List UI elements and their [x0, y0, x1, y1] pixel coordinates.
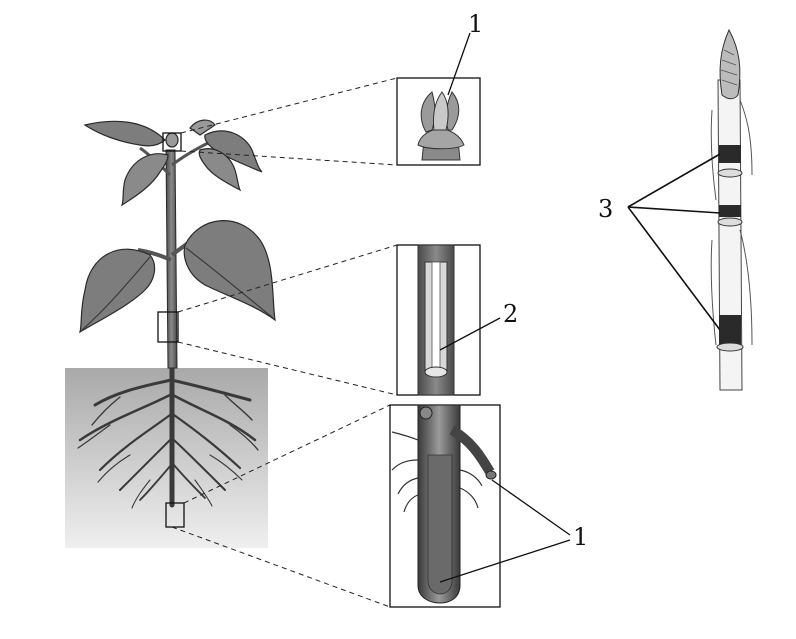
inset-stem-cambium [396, 244, 501, 396]
inset-shoot-apex [396, 32, 481, 166]
root-system [77, 365, 259, 509]
label-intercalary-meristem: 3 [598, 195, 613, 223]
dashed-connectors [171, 77, 398, 608]
grass-stem [627, 28, 753, 391]
magnifier-markers [157, 132, 185, 528]
label-apical-meristem: 1 [468, 10, 483, 38]
label-root-apical-meristem: 1 [573, 523, 588, 551]
inset-root-tip [389, 404, 571, 608]
plant-leaves [79, 119, 276, 334]
label-lateral-meristem: 2 [503, 300, 518, 328]
